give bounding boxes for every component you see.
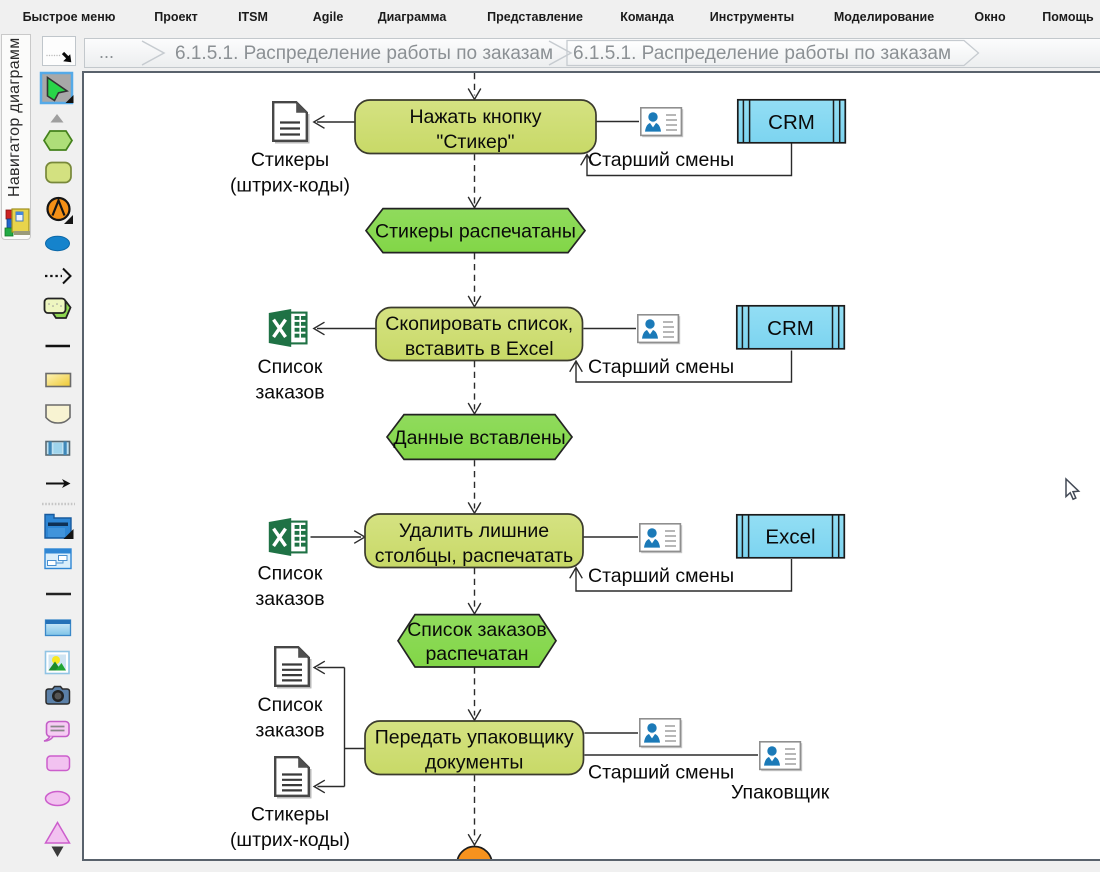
svg-text:Передать упаковщику: Передать упаковщику bbox=[375, 726, 574, 748]
svg-text:(штрих-коды): (штрих-коды) bbox=[230, 175, 350, 197]
svg-text:Стикеры распечатаны: Стикеры распечатаны bbox=[375, 221, 576, 243]
svg-text:столбцы, распечатать: столбцы, распечатать bbox=[375, 545, 573, 567]
svg-text:Старший смены: Старший смены bbox=[588, 356, 734, 378]
svg-text:Скопировать список,: Скопировать список, bbox=[385, 313, 573, 335]
svg-text:Список: Список bbox=[258, 694, 323, 716]
svg-text:распечатан: распечатан bbox=[425, 643, 528, 665]
svg-text:A: A bbox=[469, 856, 481, 859]
svg-text:заказов: заказов bbox=[255, 720, 324, 742]
svg-text:"Стикер": "Стикер" bbox=[436, 131, 514, 153]
svg-text:Нажать кнопку: Нажать кнопку bbox=[409, 106, 541, 128]
svg-text:заказов: заказов bbox=[255, 588, 324, 610]
svg-text:Старший смены: Старший смены bbox=[588, 149, 734, 171]
svg-text:CRM: CRM bbox=[767, 317, 814, 340]
svg-text:Данные вставлены: Данные вставлены bbox=[393, 427, 565, 449]
svg-text:Удалить лишние: Удалить лишние bbox=[399, 520, 549, 542]
svg-text:заказов: заказов bbox=[255, 382, 324, 404]
svg-text:Список: Список bbox=[258, 356, 323, 378]
svg-text:Старший смены: Старший смены bbox=[588, 565, 734, 587]
svg-text:6.1.5.1. Распределение работы: 6.1.5.1. Распределение работы по заказам bbox=[573, 43, 951, 64]
svg-text:документы: документы bbox=[425, 751, 523, 773]
svg-text:Список: Список bbox=[258, 563, 323, 585]
svg-text:...: ... bbox=[99, 42, 114, 62]
svg-text:вставить в Excel: вставить в Excel bbox=[405, 338, 554, 360]
svg-text:Стикеры: Стикеры bbox=[251, 149, 329, 171]
svg-text:Excel: Excel bbox=[765, 526, 815, 549]
svg-text:Упаковщик: Упаковщик bbox=[731, 782, 830, 804]
svg-text:Стикеры: Стикеры bbox=[251, 804, 329, 826]
svg-text:(штрих-коды): (штрих-коды) bbox=[230, 829, 350, 851]
svg-text:CRM: CRM bbox=[768, 111, 815, 134]
svg-text:Старший смены: Старший смены bbox=[588, 762, 734, 784]
svg-text:6.1.5.1. Распределение работы: 6.1.5.1. Распределение работы по заказам bbox=[175, 43, 553, 64]
svg-text:Список заказов: Список заказов bbox=[407, 619, 547, 641]
